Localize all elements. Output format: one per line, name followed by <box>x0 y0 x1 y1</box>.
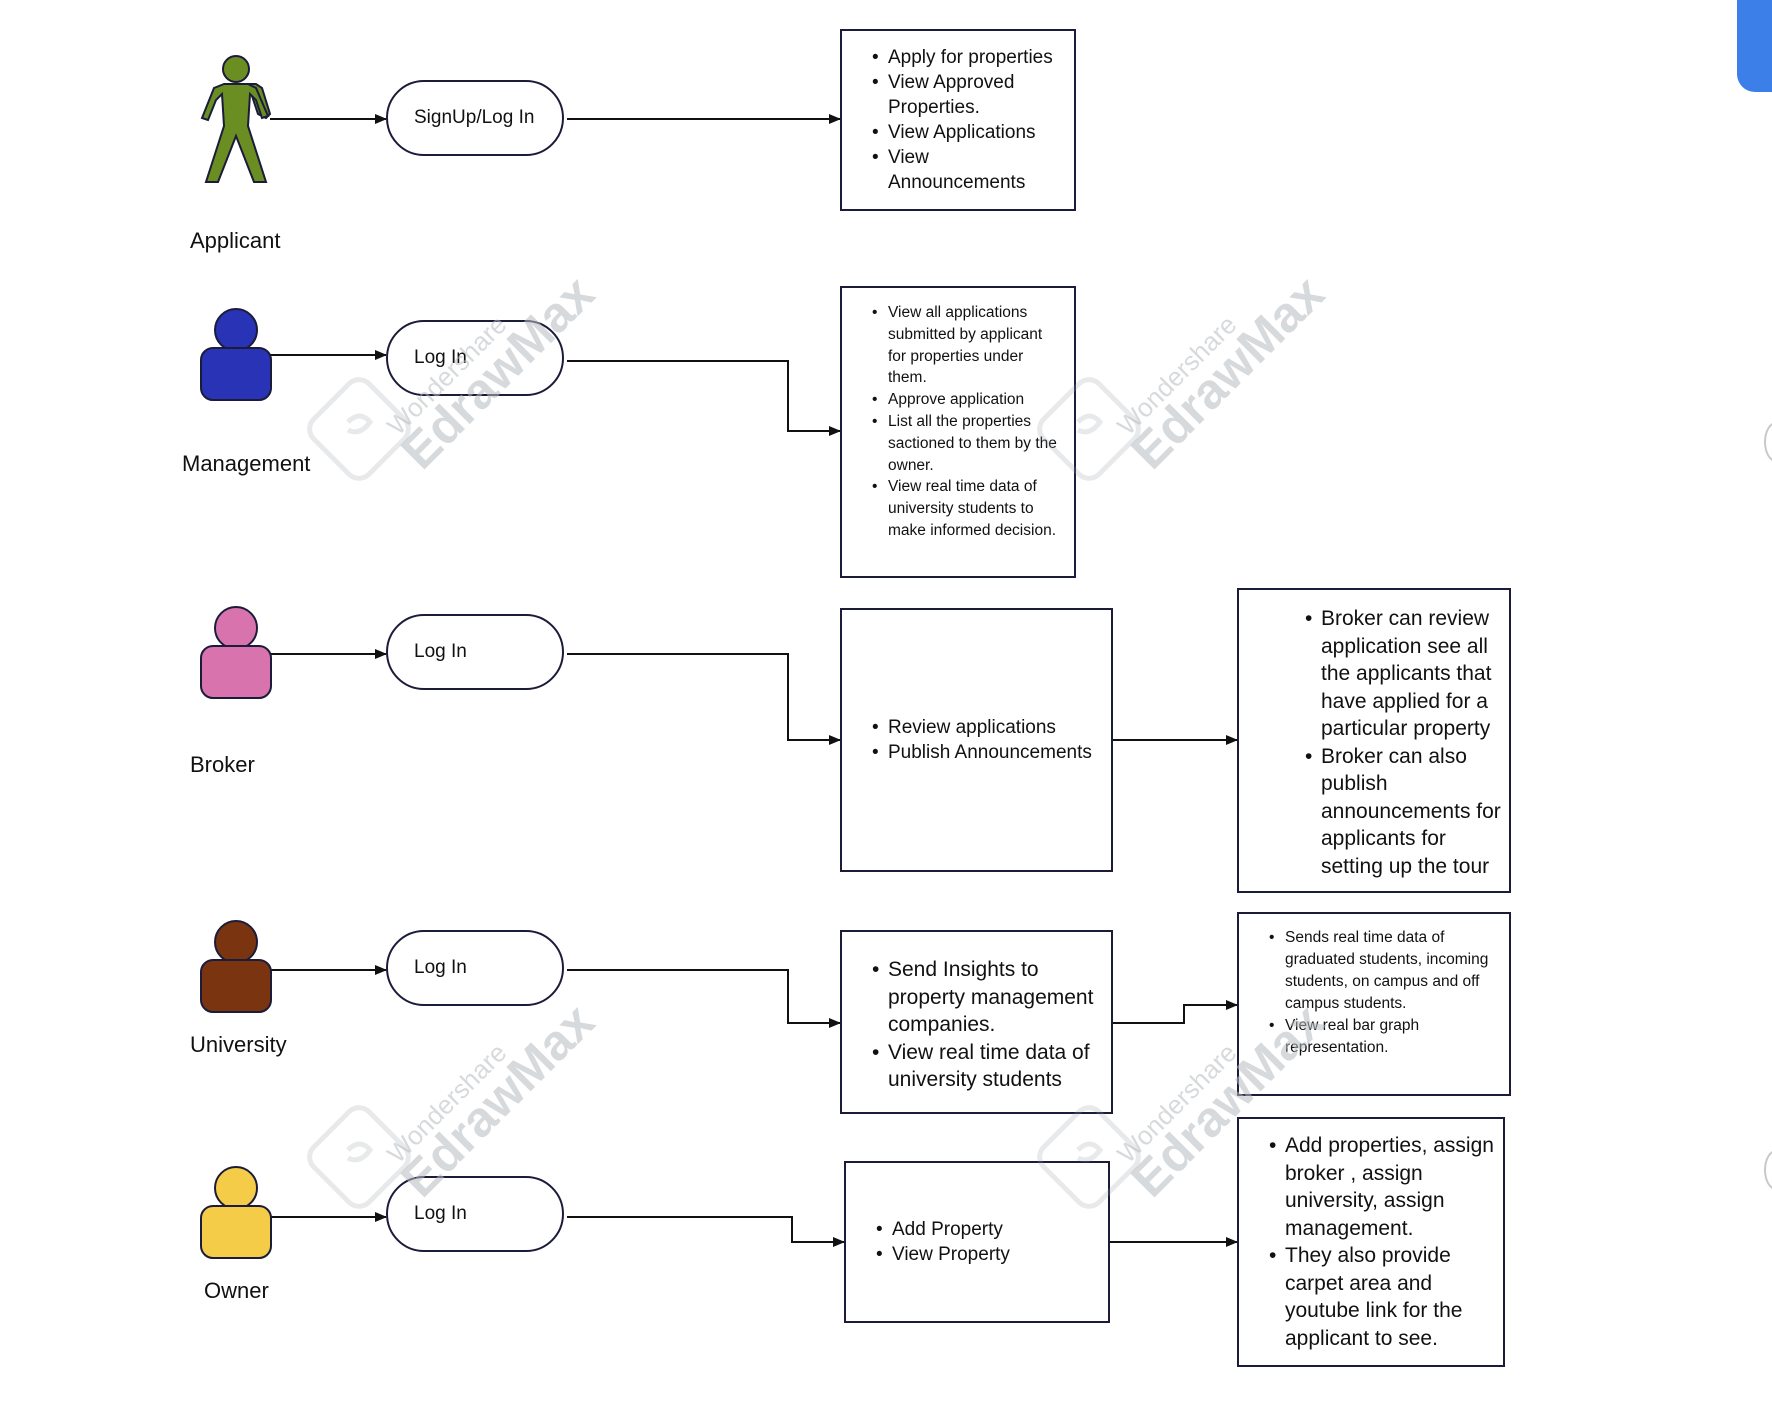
list-item: Approve application <box>872 389 1062 411</box>
list-item: Send Insights to property management com… <box>872 956 1105 1039</box>
actor-label-owner: Owner <box>204 1278 269 1303</box>
broker-login-node: Log In <box>386 614 564 690</box>
connector-owner-actions <box>567 1216 845 1247</box>
user-icon <box>200 1166 272 1259</box>
owner-details-box: Add properties, assign broker , assign u… <box>1237 1117 1505 1367</box>
list-item: Publish Announcements <box>872 740 1103 765</box>
connector-university-details <box>1113 1000 1238 1024</box>
list-item: They also provide carpet area and youtub… <box>1269 1242 1499 1352</box>
list-item: View real time data of university studen… <box>872 476 1062 541</box>
actor-label-university: University <box>190 1032 287 1057</box>
list-item: Review applications <box>872 715 1103 740</box>
list-item: View real time data of university studen… <box>872 1039 1105 1094</box>
list-item: View all applications submitted by appli… <box>872 302 1062 389</box>
applicant-actor <box>196 54 276 191</box>
university-actor <box>199 920 273 1019</box>
list-item: Broker can also publish announcements fo… <box>1305 743 1503 881</box>
list-item: Add Property <box>876 1217 1100 1243</box>
management-actions-box: View all applications submitted by appli… <box>840 286 1076 578</box>
actor-label-management: Management <box>182 451 311 476</box>
user-icon <box>200 308 272 401</box>
owner-login-node: Log In <box>386 1176 564 1252</box>
list-item: View Property <box>876 1242 1100 1268</box>
list-item: View Approved Properties. <box>872 70 1064 120</box>
university-details-box: Sends real time data of graduated studen… <box>1237 912 1511 1096</box>
list-item: View Announcements <box>872 145 1064 195</box>
list-item: Sends real time data of graduated studen… <box>1269 927 1497 1015</box>
actor-label-applicant: Applicant <box>190 228 281 253</box>
list-item: List all the properties sactioned to the… <box>872 411 1062 476</box>
applicant-actions-box: Apply for properties View Approved Prope… <box>840 29 1076 211</box>
management-login-node: Log In <box>386 320 564 396</box>
list-item: Add properties, assign broker , assign u… <box>1269 1132 1499 1242</box>
list-item: View real bar graph representation. <box>1269 1015 1497 1059</box>
connector-university-actions <box>567 969 841 1028</box>
list-item: View Applications <box>872 120 1064 145</box>
broker-details-box: Broker can review application see all th… <box>1237 588 1511 893</box>
person-outline-icon <box>200 55 272 183</box>
list-item: Apply for properties <box>872 45 1064 70</box>
broker-actions-box: Review applications Publish Announcement… <box>840 608 1113 872</box>
management-actor <box>199 308 273 407</box>
university-actions-box: Send Insights to property management com… <box>840 930 1113 1114</box>
connector-management-actions <box>567 360 841 436</box>
connector-broker-actions <box>567 653 841 745</box>
user-icon <box>200 606 272 699</box>
broker-actor <box>199 606 273 705</box>
owner-actions-box: Add Property View Property <box>844 1161 1110 1323</box>
signup-login-node: SignUp/Log In <box>386 80 564 156</box>
university-login-node: Log In <box>386 930 564 1006</box>
user-icon <box>200 920 272 1013</box>
side-panel-tab[interactable] <box>1737 0 1772 92</box>
list-item: Broker can review application see all th… <box>1305 605 1503 743</box>
owner-actor <box>199 1166 273 1265</box>
actor-label-broker: Broker <box>190 752 255 777</box>
